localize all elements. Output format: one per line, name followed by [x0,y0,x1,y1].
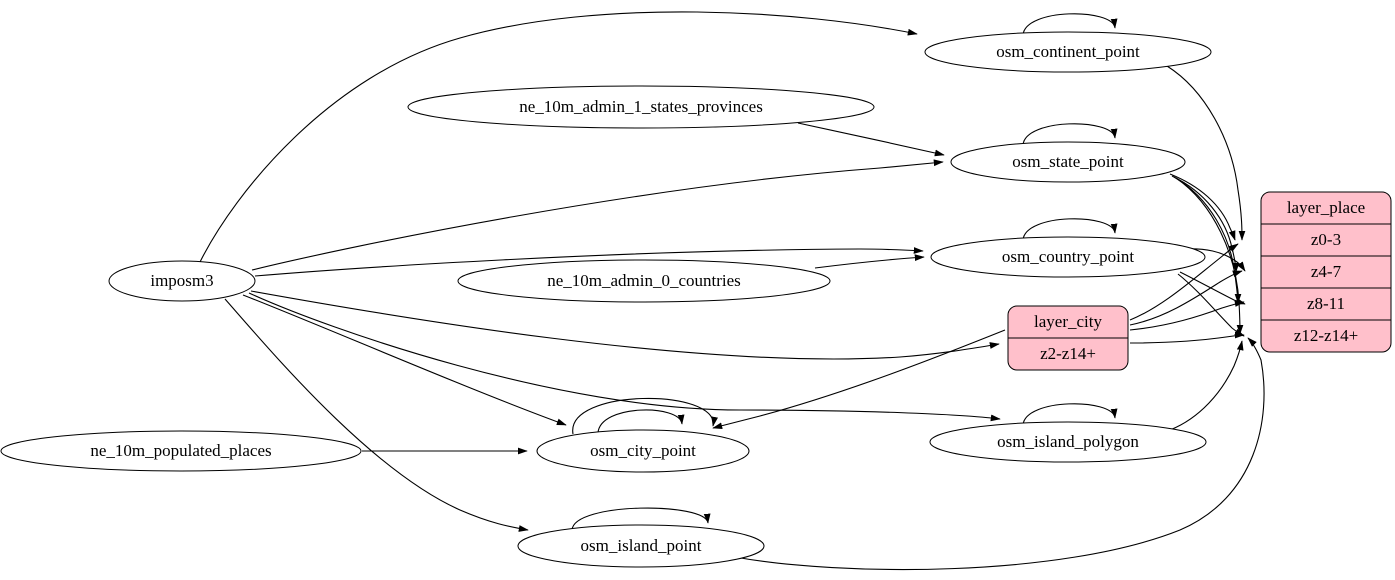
edge-self-loop-inner-osm_city_point [597,409,685,434]
layer_place-row-z4-7[interactable]: z4-7 [1311,262,1342,281]
edge-layer_city-to-osm_city_point [712,329,1006,430]
node-osm_country_point[interactable]: osm_country_point [930,236,1206,278]
node-osm_state_point[interactable]: osm_state_point [950,141,1186,183]
node-ne_10m_admin_0_countries[interactable]: ne_10m_admin_0_countries [457,259,831,303]
layer_city-row-z2-z14[interactable]: z2-z14+ [1040,344,1096,363]
edge-osm_island_point-to-layer_place-z12-z14 [734,337,1265,571]
edge-osm_country_point-to-layer_place-z4-7 [1182,248,1246,272]
edge-imposm3-to-osm_state_point [251,159,944,271]
edge-ne_countries-to-osm_country_point [814,254,925,269]
node-label-osm_city_point: osm_city_point [590,441,696,460]
edge-osm_state_point-to-layer_place-z12-z14 [1175,177,1244,335]
node-osm_island_point[interactable]: osm_island_point [517,524,765,568]
node-label-ne_10m_admin_0_countries: ne_10m_admin_0_countries [547,271,741,290]
edge-ne_states_provinces-to-osm_state_point [797,122,945,157]
node-osm_continent_point[interactable]: osm_continent_point [924,31,1212,73]
layer_place-title: layer_place [1287,198,1365,217]
node-imposm3[interactable]: imposm3 [108,260,256,302]
edge-osm_continent_point-to-layer_place-z0-3 [1166,65,1246,241]
node-layer_place[interactable]: layer_place z0-3 z4-7 z8-11 z12-z14+ [1260,191,1392,353]
nodes-layer: imposm3 ne_10m_populated_places ne_10m_a… [0,31,1392,568]
layer_place-row-z12-z14[interactable]: z12-z14+ [1294,326,1358,345]
edge-osm_island_polygon-to-layer_place-z12-z14 [1169,340,1244,431]
node-osm_island_polygon[interactable]: osm_island_polygon [929,421,1207,463]
edge-imposm3-to-osm_island_polygon [248,292,1001,422]
edge-self-loop-osm_continent_point [1022,13,1118,36]
edge-layer_city-to-layer_place-z4-7 [1129,270,1243,326]
layer_place-row-z8-11[interactable]: z8-11 [1307,294,1345,313]
layer_place-row-z0-3[interactable]: z0-3 [1311,230,1341,249]
edge-self-loop-osm_island_polygon [1022,403,1118,426]
edge-imposm3-to-osm_country_point [254,247,924,277]
node-label-osm_island_point: osm_island_point [581,536,702,555]
node-ne_10m_populated_places[interactable]: ne_10m_populated_places [0,430,362,472]
layer_city-title: layer_city [1034,312,1102,331]
node-label-osm_country_point: osm_country_point [1002,247,1134,266]
edge-self-loop-osm_country_point [1022,218,1118,241]
edge-osm_state_point-to-layer_place-z0-3 [1169,173,1236,241]
edge-self-loop-osm_island_point [571,507,711,531]
edge-self-loop-osm_state_point [1022,123,1118,146]
node-label-ne_10m_admin_1_states_provinces: ne_10m_admin_1_states_provinces [519,97,763,116]
node-osm_city_point[interactable]: osm_city_point [536,429,750,473]
node-label-osm_state_point: osm_state_point [1012,152,1124,171]
node-layer_city[interactable]: layer_city z2-z14+ [1007,305,1129,371]
edge-layer_city-to-layer_place-z12-z14 [1129,331,1245,344]
edge-imposm3-to-osm_continent_point [199,11,918,263]
node-label-osm_continent_point: osm_continent_point [996,42,1140,61]
edge-imposm3-to-osm_island_point [224,298,529,532]
node-label-imposm3: imposm3 [150,271,213,290]
node-label-ne_10m_populated_places: ne_10m_populated_places [90,441,271,460]
edge-imposm3-to-osm_city_point [242,294,567,426]
node-label-osm_island_polygon: osm_island_polygon [997,432,1139,451]
edges-layer [199,11,1265,571]
node-ne_10m_admin_1_states_provinces[interactable]: ne_10m_admin_1_states_provinces [407,85,875,129]
edge-osm_state_point-to-layer_place-z8-11 [1173,176,1242,304]
edge-layer_city-to-layer_place-z8-11 [1129,300,1245,331]
edge-self-loop-outer-osm_city_point [572,397,718,435]
edge-layer_city-to-layer_place-z0-3 [1129,243,1239,321]
